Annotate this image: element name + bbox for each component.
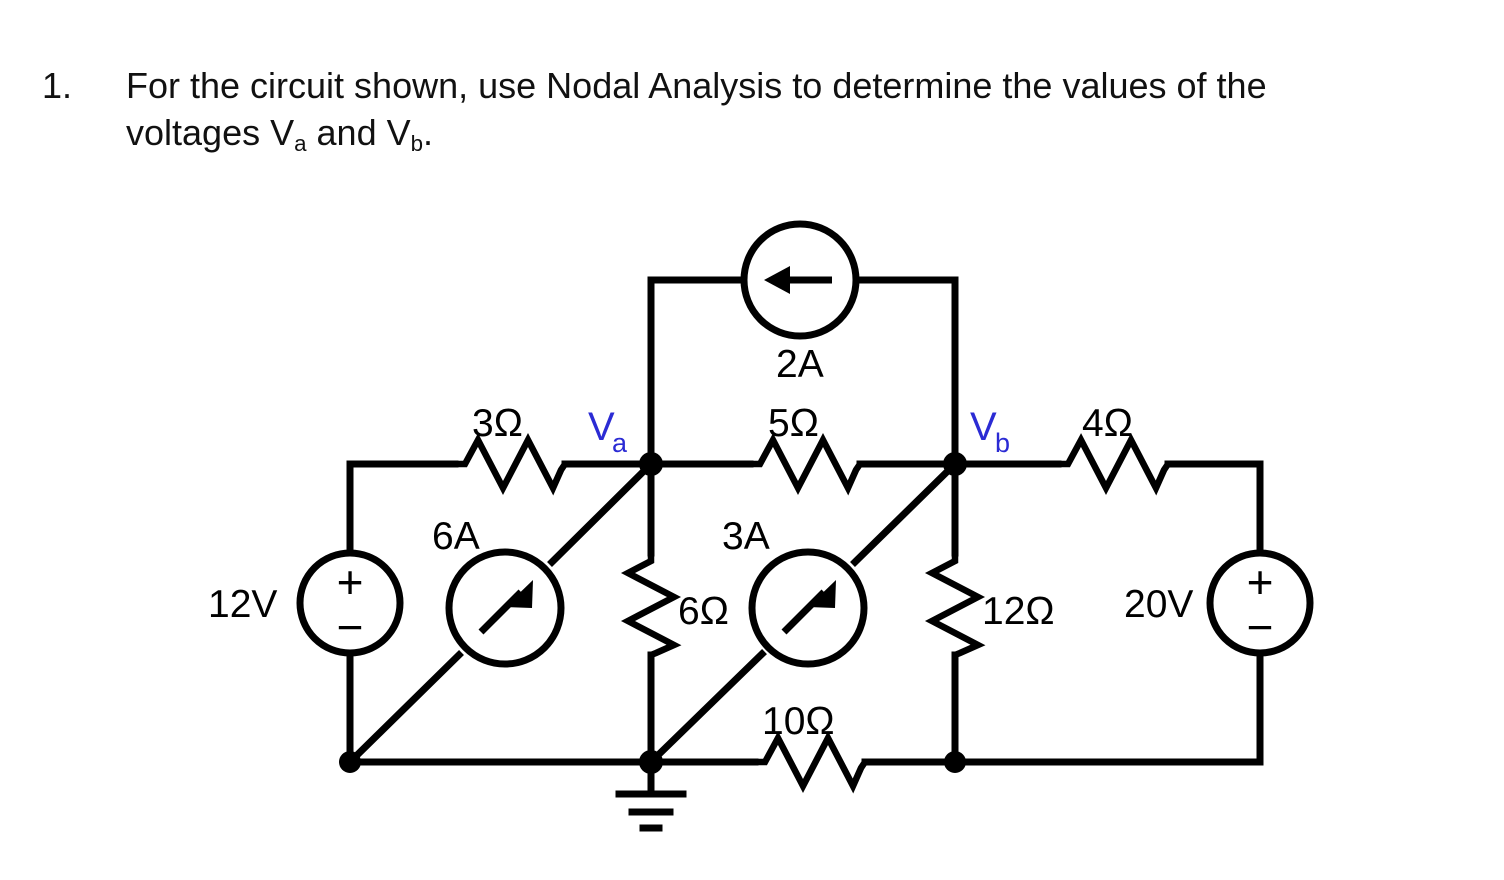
node-label-vb-text: V: [970, 405, 997, 449]
node-label-va: V a: [588, 405, 628, 458]
question-sub-b: b: [410, 130, 424, 156]
resistor-10ohm-zigzag: [755, 730, 868, 794]
resistor-4ohm-zigzag: [1058, 432, 1171, 496]
current-source-3a: 3A: [722, 515, 868, 668]
node-dot-vb: [943, 452, 967, 476]
current-source-6a-arrow-head: [505, 580, 533, 608]
voltage-source-20v-minus: −: [1247, 601, 1274, 653]
resistor-6ohm: 6Ω: [620, 553, 729, 659]
wire-20v-to-bottom-rail: [951, 649, 1264, 766]
voltage-source-20v-plus: +: [1247, 556, 1274, 608]
node-dot-bottom-left: [339, 751, 361, 773]
node-label-va-sub: a: [612, 428, 628, 458]
node-dot-bottom-right: [944, 751, 966, 773]
resistor-10ohm: 10Ω: [755, 700, 868, 794]
current-source-3a-label: 3A: [722, 515, 770, 558]
question-line-2-mid: and V: [306, 112, 411, 153]
question-sub-a: a: [294, 130, 307, 156]
wire-3a-upper-leg: [850, 459, 960, 567]
question-line-2-suffix: .: [423, 112, 434, 153]
resistor-4ohm: 4Ω: [1058, 402, 1171, 496]
resistor-4ohm-label: 4Ω: [1082, 402, 1133, 445]
resistor-6ohm-zigzag: [620, 553, 682, 659]
voltage-source-12v-minus: −: [337, 601, 364, 653]
wire-middle-left: [346, 460, 655, 557]
wire-2a-to-vb: [851, 276, 959, 468]
resistor-5ohm: 5Ω: [750, 402, 863, 496]
node-label-vb: V b: [970, 405, 1010, 458]
voltage-source-12v-plus: +: [337, 556, 364, 608]
resistor-5ohm-label: 5Ω: [768, 402, 819, 445]
question-text: For the circuit shown, use Nodal Analysi…: [126, 62, 1442, 161]
ground-symbol: [615, 758, 687, 832]
wire-middle-right: [951, 460, 1264, 557]
wire-6a-lower-leg: [345, 650, 464, 767]
resistor-12ohm: 12Ω: [924, 553, 1055, 659]
node-dot-ground: [639, 750, 663, 774]
resistor-5ohm-zigzag: [750, 432, 863, 496]
current-source-3a-arrow-head: [808, 580, 836, 608]
wire-3a-lower-leg: [646, 649, 767, 767]
question-block: 1. For the circuit shown, use Nodal Anal…: [42, 62, 1442, 161]
resistor-6ohm-label: 6Ω: [678, 590, 729, 633]
wire-4ohm-to-20v: [1164, 460, 1264, 557]
node-dot-va: [639, 452, 663, 476]
current-source-2a-arrow-head: [764, 266, 790, 294]
node-label-va-text: V: [588, 405, 615, 449]
resistor-10ohm-label: 10Ω: [762, 700, 835, 743]
resistor-3ohm: 3Ω: [455, 402, 568, 496]
resistor-3ohm-label: 3Ω: [472, 402, 523, 445]
voltage-source-12v-circle: [296, 549, 404, 657]
current-source-2a-label: 2A: [776, 343, 824, 386]
current-source-6a-label: 6A: [432, 515, 480, 558]
wire-6a-diagonal: [345, 459, 656, 767]
current-source-6a: 6A: [432, 515, 565, 668]
wire-12v-to-3ohm: [346, 460, 459, 557]
voltage-source-20v-circle: [1206, 549, 1314, 657]
node-label-vb-sub: b: [995, 428, 1010, 458]
current-source-2a: 2A: [740, 220, 860, 386]
voltage-source-12v: + − 12V: [208, 549, 404, 657]
question-line-1: For the circuit shown, use Nodal Analysi…: [126, 65, 1267, 106]
resistor-12ohm-zigzag: [924, 553, 986, 659]
wire-va-to-2a: [647, 276, 749, 468]
resistor-12ohm-label: 12Ω: [982, 590, 1055, 633]
resistor-3ohm-zigzag: [455, 432, 568, 496]
wire-3a-diagonal: [646, 459, 960, 767]
voltage-source-12v-label: 12V: [208, 583, 277, 626]
wire-6a-upper-leg: [547, 459, 656, 567]
question-number: 1.: [42, 65, 73, 106]
wire-top-branch: [647, 276, 959, 468]
question-line-2-prefix: voltages V: [126, 112, 295, 153]
voltage-source-20v-label: 20V: [1124, 583, 1193, 626]
voltage-source-20v: + − 20V: [1124, 549, 1314, 657]
